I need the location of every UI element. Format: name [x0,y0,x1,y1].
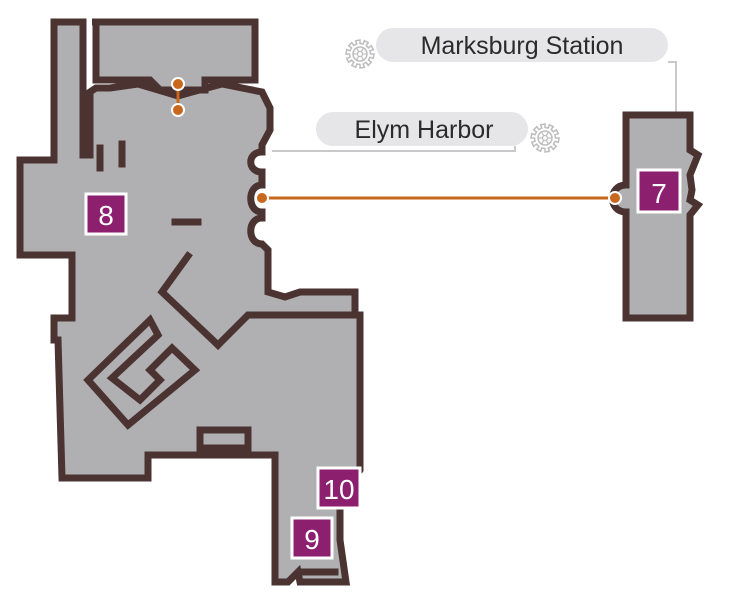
gear-icon [345,39,375,69]
area-badge-7[interactable]: 7 [636,168,682,214]
area-badge-10[interactable]: 10 [316,466,362,510]
gear-spoke [355,47,360,53]
station-label-marksburg[interactable]: Marksburg Station [345,28,668,69]
gear-icon [530,123,560,153]
leader-line-marksburg [668,61,677,115]
area-badge-9[interactable]: 9 [290,516,334,560]
gear-spoke [545,131,550,137]
gear-hub [541,134,549,142]
gear-outline [345,39,375,69]
gear-spoke [355,55,360,61]
area-number-7: 7 [651,178,667,209]
east-building[interactable] [609,111,704,322]
main-building[interactable] [16,18,364,586]
station-name-elym: Elym Harbor [355,116,494,144]
gear-spoke [540,131,545,137]
route-line [171,77,622,205]
gear-spoke [360,47,365,53]
area-number-10: 10 [323,474,354,505]
station-label-elym[interactable]: Elym Harbor [316,112,560,153]
north-building[interactable] [92,18,259,94]
area-number-9: 9 [304,524,320,555]
area-number-8: 8 [98,200,114,231]
interior-walls [83,140,359,576]
gear-outline [530,123,560,153]
station-name-marksburg: Marksburg Station [421,32,624,60]
area-badge-8[interactable]: 8 [84,192,128,236]
gear-hub [356,50,364,58]
gear-spoke [540,139,545,145]
leader-line-elym [272,146,516,152]
gear-spoke [360,55,365,61]
gear-spoke [545,139,550,145]
